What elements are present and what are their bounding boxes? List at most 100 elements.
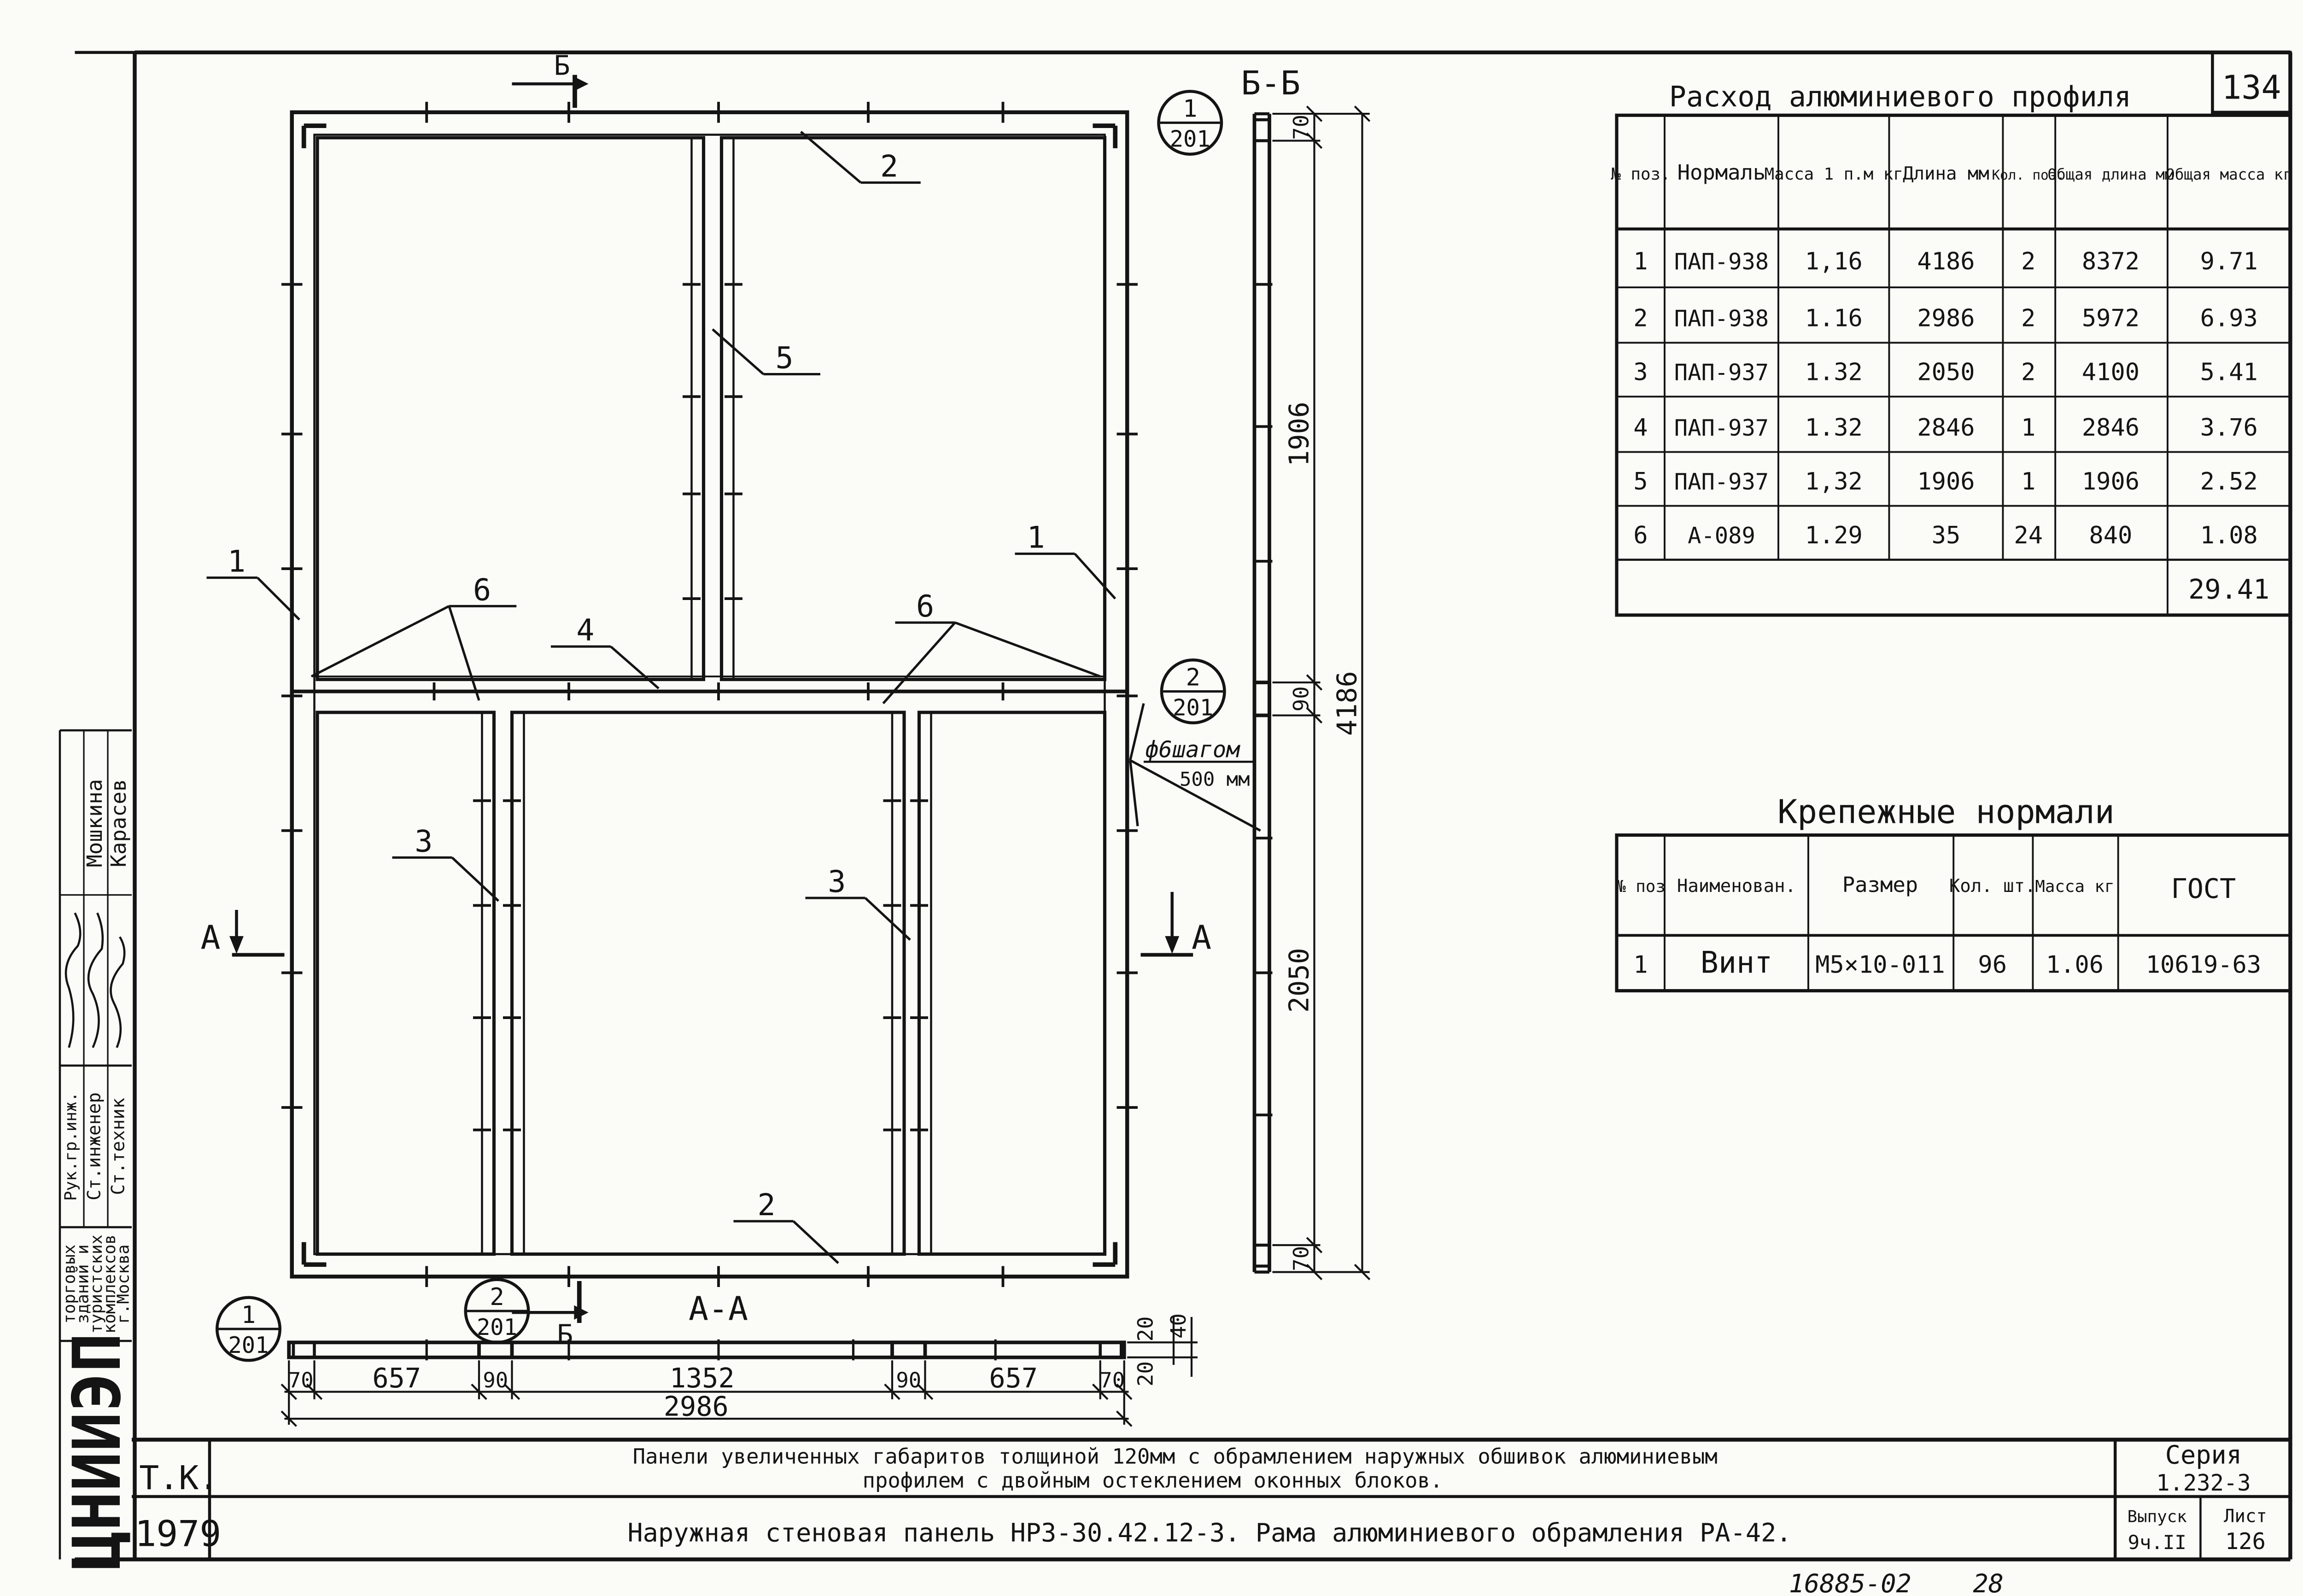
svg-text:торговых: торговых: [60, 1244, 79, 1323]
fastener-table-title: Крепежные нормали: [1777, 793, 2115, 831]
fastener-cell: М5×10-011: [1815, 951, 1945, 979]
profile-cell: 24: [2014, 522, 2043, 549]
footer-inventory: 16885-02: [1789, 1569, 1911, 1594]
svg-text:Длина мм: Длина мм: [1903, 163, 1989, 184]
profile-cell: 2050: [1917, 359, 1975, 386]
sheet-number: 134: [2221, 69, 2281, 107]
profile-cell: 1: [2021, 414, 2035, 442]
svg-text:зданий и: зданий и: [74, 1244, 93, 1323]
svg-text:201: 201: [228, 1333, 269, 1358]
section-aa-title: А-А: [689, 1290, 748, 1328]
profile-cell: 6: [1633, 522, 1648, 549]
position-label-3-left: 3: [415, 824, 433, 859]
section-arrows: [229, 75, 1193, 1323]
profile-cell: ПАП-937: [1674, 415, 1769, 441]
dim-aa-20-top: 20: [1133, 1316, 1157, 1342]
pane-bottom-left: [316, 711, 496, 1256]
section-mark-b-top: Б: [554, 50, 570, 82]
title-block-series-value: 1.232-3: [2156, 1470, 2250, 1496]
profile-cell: 1.32: [1805, 359, 1863, 386]
callout-1-bottom: 1 201: [215, 1296, 281, 1362]
profile-cell: 2: [2021, 305, 2035, 332]
dim-aa-5: 90: [896, 1368, 921, 1392]
profile-cell: 2: [2021, 359, 2035, 386]
profile-cell: 3: [1633, 359, 1648, 386]
callout-2-right: 2 201: [1160, 658, 1226, 725]
profile-cell: 6.93: [2200, 305, 2258, 332]
svg-text:Масса 1 п.м кг: Масса 1 п.м кг: [1765, 165, 1903, 184]
position-label-6-right: 6: [916, 589, 934, 624]
fastener-cell: 1.06: [2046, 951, 2104, 979]
title-block-series-label: Серия: [2165, 1441, 2242, 1470]
dim-aa-40: 40: [1166, 1313, 1191, 1339]
svg-text:1: 1: [1183, 95, 1197, 123]
title-block-sheet-value: 126: [2225, 1529, 2266, 1555]
profile-table-total: 29.41: [2188, 574, 2269, 605]
callout-2-bottom: 2 201: [464, 1278, 530, 1344]
position-label-4: 4: [576, 613, 594, 648]
dim-aa-20-bottom: 20: [1133, 1361, 1157, 1386]
svg-text:201: 201: [1173, 695, 1213, 721]
title-block-drawing-title: Наружная стеновая панель НРЗ-30.42.12-3.…: [627, 1519, 1791, 1548]
title-block-issue-label: Выпуск: [2128, 1507, 2187, 1526]
title-block-title-line1: Панели увеличенных габаритов толщиной 12…: [633, 1445, 1718, 1469]
section-mark-a-left: А: [200, 919, 220, 957]
fastener-table-grid: [1615, 833, 2292, 993]
stamp-role-1: Рук.гр.инж.: [62, 1092, 81, 1201]
profile-cell: 1.32: [1805, 414, 1863, 442]
dim-aa-6: 657: [989, 1363, 1038, 1394]
position-label-1-left: 1: [228, 545, 245, 579]
dim-bb-upper: 1906: [1283, 402, 1315, 466]
fastener-cell: Винт: [1701, 946, 1772, 980]
title-block-tk: Т.К.: [139, 1459, 218, 1497]
dim-bb-lower: 2050: [1283, 948, 1315, 1013]
dim-aa-7: 70: [1099, 1368, 1125, 1392]
stamp-name-1: Мошкина: [82, 779, 107, 868]
panel-outer-frame: [290, 110, 1129, 1279]
svg-text:201: 201: [477, 1315, 517, 1340]
callout-1-top: 1 201: [1157, 90, 1223, 156]
dim-bb-top: 70: [1289, 115, 1313, 140]
svg-text:туристских: туристских: [87, 1235, 106, 1334]
title-block-sheet-label: Лист: [2224, 1506, 2267, 1526]
profile-table-grid: [1615, 113, 2292, 617]
profile-cell: 35: [1932, 522, 1961, 549]
stamp-role-3: Ст.техник: [108, 1098, 129, 1195]
position-label-2-top: 2: [880, 150, 898, 184]
organization-stamp-grid: [58, 729, 132, 1560]
front-view: [290, 110, 1129, 1279]
profile-cell: 4100: [2082, 359, 2139, 386]
profile-cell: 1.29: [1805, 522, 1863, 549]
svg-text:Размер: Размер: [1842, 873, 1918, 897]
pane-bottom-middle: [510, 711, 906, 1256]
sheet-number-box: 134: [2211, 51, 2292, 114]
profile-cell: 5.41: [2200, 359, 2258, 386]
profile-cell: 1: [2021, 468, 2035, 495]
section-bb-ticks: [1254, 283, 1273, 1117]
profile-cell: 1.08: [2200, 522, 2258, 549]
section-mark-a-right: А: [1192, 919, 1211, 957]
section-aa-dimensions: [281, 1317, 1198, 1427]
stamp-name-2: Карасев: [106, 779, 131, 868]
position-label-5: 5: [775, 341, 793, 376]
profile-cell: 5: [1633, 468, 1648, 495]
fastener-cell: 1: [1633, 951, 1648, 979]
profile-cell: 8372: [2082, 248, 2139, 275]
dim-aa-4: 1352: [670, 1363, 735, 1394]
profile-cell: 2986: [1917, 305, 1975, 332]
title-block-title-line2: профилем с двойным остеклением оконных б…: [863, 1468, 1443, 1493]
screw-ticks: [281, 102, 1138, 1287]
leaders: [206, 131, 1261, 1264]
svg-text:комплексов: комплексов: [100, 1235, 119, 1334]
svg-text:2: 2: [490, 1283, 504, 1311]
svg-text:Общая масса кг: Общая масса кг: [2166, 166, 2292, 183]
profile-cell: ПАП-938: [1674, 249, 1769, 275]
title-block-issue-value: 9ч.II: [2128, 1531, 2186, 1554]
dim-aa-total: 2986: [664, 1391, 729, 1422]
position-label-6-left: 6: [473, 573, 491, 607]
section-bb-title: Б-Б: [1241, 64, 1300, 102]
dim-bb-middle: 90: [1289, 686, 1313, 711]
profile-cell: 4186: [1917, 248, 1975, 275]
